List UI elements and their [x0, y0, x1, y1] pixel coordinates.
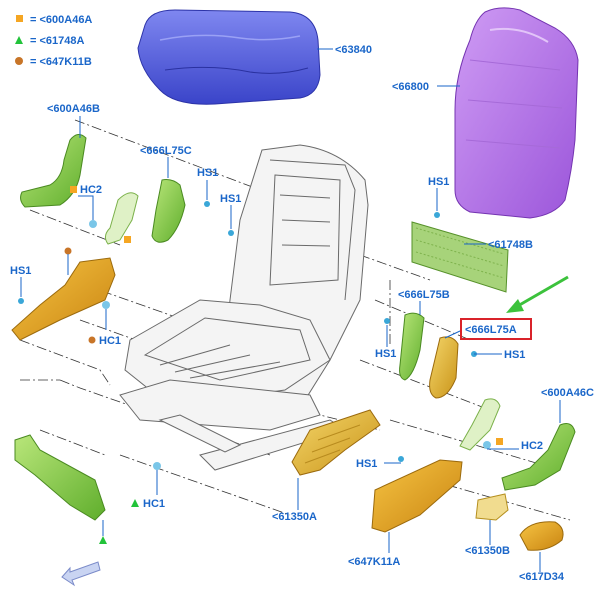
seat-frame [119, 144, 369, 471]
callout-hc2-b: HC2 [521, 440, 543, 452]
callout-61350A: <61350A [272, 511, 317, 523]
marker-square-icon [496, 438, 503, 445]
leader-lines [20, 48, 561, 572]
callout-hs1-f: HS1 [504, 349, 525, 361]
marker-circle-icon [88, 336, 96, 344]
legend-square-icon [16, 15, 23, 22]
callout-hc1-a: HC1 [99, 335, 121, 347]
legend-label-647K11B: = <647K11B [30, 56, 92, 68]
screw-icon [434, 212, 440, 218]
legend-label-600A46A: = <600A46A [30, 14, 92, 26]
panel-left-orange [11, 257, 116, 341]
seat-cushion-63840 [137, 9, 321, 105]
callout-666L75A: <666L75A [465, 324, 517, 336]
marker-circle-icon [64, 247, 72, 255]
cap-617D34 [519, 521, 564, 551]
callout-600A46B: <600A46B [47, 103, 100, 115]
callout-600A46C: <600A46C [541, 387, 594, 399]
pointer-arrow-icon [506, 275, 569, 313]
clip-bracket-right [459, 398, 501, 451]
marker-square-icon [124, 236, 131, 243]
callout-666L75C: <666L75C [140, 145, 192, 157]
screw-icon [228, 230, 234, 236]
callout-hc2-a: HC2 [80, 184, 102, 196]
trim-bottom-left-green [14, 434, 106, 521]
screw-icon [204, 201, 210, 207]
legend-label-61748A: = <61748A [30, 35, 84, 47]
cover-666L75B [399, 312, 425, 381]
cover-666L75C [151, 179, 186, 243]
callout-61350B: <61350B [465, 545, 510, 557]
bracket-61350B [475, 493, 509, 521]
marker-triangle-icon [99, 536, 107, 544]
callout-hs1-d: HS1 [10, 265, 31, 277]
callout-hs1-c: HS1 [428, 176, 449, 188]
marker-square-icon [70, 186, 77, 193]
callout-66800: <66800 [392, 81, 429, 93]
clip-icon [483, 441, 491, 449]
legend-circle-icon [15, 57, 23, 65]
panel-647K11A [371, 459, 463, 533]
clip-icon [102, 301, 110, 309]
callout-647K11A: <647K11A [348, 556, 400, 568]
callout-hc1-b: HC1 [143, 498, 165, 510]
clip-icon [153, 462, 161, 470]
callout-hs1-g: HS1 [356, 458, 377, 470]
callout-61748B: <61748B [488, 239, 533, 251]
panel-61350A [291, 409, 381, 476]
trim-600A46C [501, 423, 576, 491]
legend: = <600A46A = <61748A = <647K11B [15, 14, 92, 68]
clip-icon [89, 220, 97, 228]
callout-hs1-b: HS1 [220, 193, 241, 205]
highlight-box [460, 318, 532, 340]
callout-labels: <63840 <66800 <600A46B <666L75C HS1 HS1 … [10, 44, 594, 583]
callout-hs1-e: HS1 [375, 348, 396, 360]
screw-icon [384, 318, 390, 324]
screw-icon [398, 456, 404, 462]
trim-600A46B [20, 134, 87, 208]
legend-triangle-icon [15, 36, 23, 44]
hardware-markers [18, 186, 503, 544]
callout-hs1-a: HS1 [197, 167, 218, 179]
seat-back-panel-66800 [454, 7, 579, 219]
direction-arrow-icon [61, 561, 101, 587]
callout-617D34: <617D34 [519, 571, 565, 583]
callout-666L75B: <666L75B [398, 289, 450, 301]
cover-666L75A [429, 336, 459, 399]
clip-bracket-left [104, 192, 139, 245]
callout-63840: <63840 [335, 44, 372, 56]
pad-61748B [411, 221, 509, 293]
screw-icon [18, 298, 24, 304]
marker-triangle-icon [131, 499, 139, 507]
